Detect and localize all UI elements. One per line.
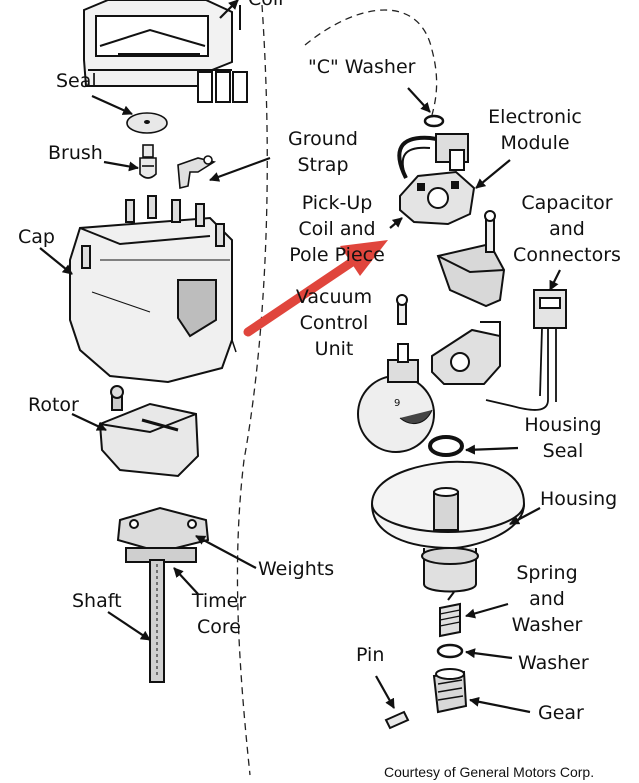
- housing-arrow: [509, 507, 541, 525]
- label-ground-strap: Ground Strap: [278, 126, 368, 178]
- label-pickup-line2: Coil and: [298, 218, 376, 240]
- label-electronic-module-line1: Electronic: [488, 106, 582, 128]
- rotor-arrow: [71, 413, 107, 431]
- coil-part: [83, 0, 248, 103]
- label-pickup-line3: Pole Piece: [289, 244, 385, 266]
- ground-strap-part: [177, 155, 217, 190]
- capacitor-arrow: [549, 269, 561, 291]
- brush-arrow: [103, 160, 139, 172]
- label-washer: Washer: [518, 652, 589, 674]
- assembly-guide-right: [304, 9, 438, 116]
- washer-arrow: [465, 648, 513, 660]
- label-c-washer: "C" Washer: [308, 56, 416, 78]
- svg-text:9: 9: [394, 398, 400, 409]
- pickup-coil-part: [397, 133, 476, 226]
- shaft-assembly: [116, 506, 210, 683]
- label-spring-line3: Washer: [511, 614, 583, 636]
- c-washer-part: [423, 114, 445, 128]
- vacuum-control-unit-part: 9: [357, 343, 435, 453]
- callout-arrows: [39, 0, 561, 714]
- pin-part: [384, 710, 410, 730]
- label-timer-core-line1: Timer: [191, 590, 247, 612]
- label-electronic-module-line2: Module: [500, 132, 570, 154]
- brush-part: [139, 144, 157, 179]
- label-spring-line2: and: [529, 588, 565, 610]
- cap-arrow: [39, 247, 73, 275]
- label-capacitor-line1: Capacitor: [521, 192, 613, 214]
- label-brush: Brush: [48, 142, 103, 164]
- label-vacuum-line2: Control: [299, 312, 369, 334]
- spring-washer-part: [439, 591, 461, 638]
- label-housing: Housing: [540, 488, 618, 510]
- credit-line: Courtesy of General Motors Corp.: [384, 764, 595, 780]
- gear-part: [432, 668, 468, 714]
- seal-part: [126, 112, 168, 134]
- label-gear: Gear: [538, 702, 584, 724]
- label-vacuum-control-unit: Vacuum Control Unit: [284, 284, 384, 362]
- label-pickup-coil: Pick-Up Coil and Pole Piece: [282, 190, 392, 268]
- timer-core-arrow: [173, 567, 199, 595]
- label-weights: Weights: [258, 558, 335, 580]
- shaft-arrow: [107, 611, 151, 641]
- highlight-arrow: [243, 240, 388, 337]
- weights-arrow: [195, 535, 257, 569]
- seal-arrow: [91, 94, 133, 116]
- label-electronic-module: Electronic Module: [480, 104, 590, 156]
- electronic-module-part: [436, 210, 506, 308]
- label-spring-washer: Spring and Washer: [504, 560, 590, 638]
- assembly-guide-left: [236, 4, 268, 776]
- label-capacitor-line2: and: [549, 218, 585, 240]
- label-pin: Pin: [356, 644, 385, 666]
- cap-part: [69, 195, 237, 384]
- label-capacitor-connectors: Capacitor and Connectors: [508, 190, 626, 268]
- housing-part: [370, 460, 526, 593]
- label-cap: Cap: [18, 226, 55, 248]
- label-spring-line1: Spring: [516, 562, 578, 584]
- housing-seal-part: [428, 435, 464, 457]
- label-rotor: Rotor: [28, 394, 79, 416]
- label-coil: Coil: [248, 0, 283, 12]
- electronic-module-arrow: [475, 159, 511, 189]
- label-housing-seal-line2: Seal: [542, 440, 584, 462]
- ground-strap-arrow: [209, 156, 271, 182]
- washer-part: [436, 643, 464, 659]
- housing-seal-arrow: [465, 444, 519, 455]
- c-washer-arrow: [407, 87, 431, 113]
- pickup-arrow: [389, 217, 403, 229]
- label-ground-strap-line1: Ground: [288, 128, 358, 150]
- rotor-part: [98, 385, 200, 478]
- label-ground-strap-line2: Strap: [297, 154, 349, 176]
- label-shaft: Shaft: [72, 590, 122, 612]
- label-housing-seal: Housing Seal: [516, 412, 610, 464]
- capacitor-connectors-part: [396, 289, 567, 411]
- gear-arrow: [469, 696, 531, 714]
- label-capacitor-line3: Connectors: [513, 244, 621, 266]
- spring-arrow: [465, 602, 509, 619]
- pin-arrow: [375, 675, 395, 709]
- label-housing-seal-line1: Housing: [524, 414, 602, 436]
- label-timer-core-line2: Core: [197, 616, 241, 638]
- label-seal: Seal: [56, 70, 97, 92]
- label-vacuum-line3: Unit: [314, 338, 354, 360]
- label-timer-core: Timer Core: [184, 588, 254, 640]
- label-vacuum-line1: Vacuum: [295, 286, 373, 308]
- label-pickup-line1: Pick-Up: [301, 192, 373, 214]
